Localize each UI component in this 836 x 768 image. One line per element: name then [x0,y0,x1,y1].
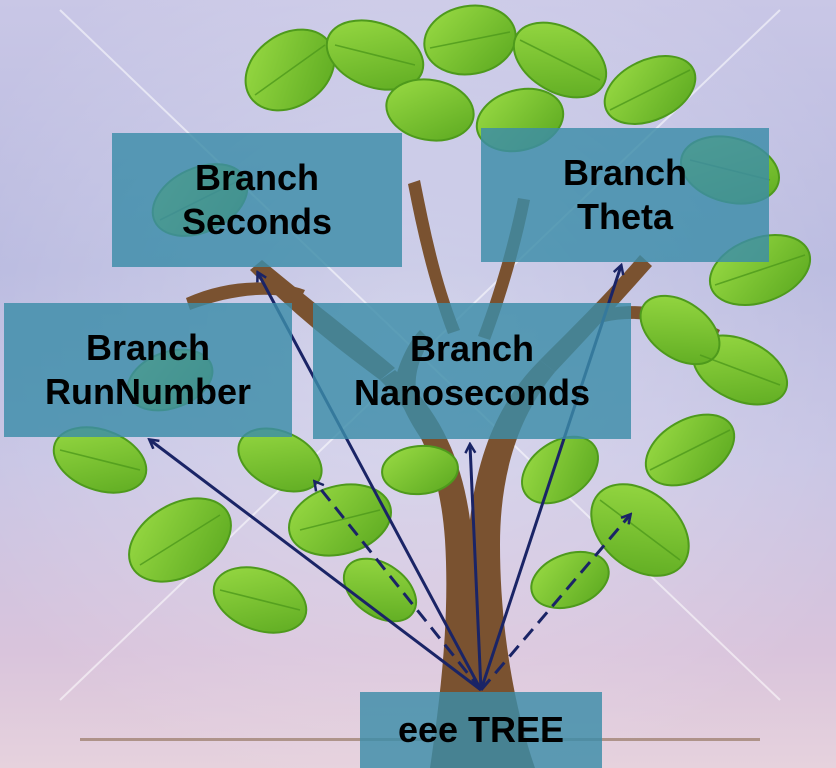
branch-runnumber-line2: RunNumber [45,371,251,412]
branch-theta-line1: Branch [562,152,688,193]
branch-nanoseconds-box: Branch Nanoseconds [313,303,631,439]
arrows [150,266,630,692]
arrow-to-nanoseconds [470,445,483,691]
branch-seconds-box: Branch Seconds [112,133,402,267]
branch-runnumber-line1: Branch [85,327,211,368]
branch-theta-box: Branch Theta [481,128,769,262]
branch-seconds-line1: Branch [194,157,320,198]
branch-seconds-line2: Seconds [181,201,333,242]
branch-theta-line2: Theta [576,196,673,237]
branch-runnumber-box: Branch RunNumber [4,303,292,437]
root-tree-label: eee TREE [397,709,565,750]
branch-nanoseconds-line1: Branch [409,328,535,369]
branch-nanoseconds-line2: Nanoseconds [353,372,591,413]
arrow-to-runnumber [150,440,482,692]
arrow-dashed-left [315,482,483,691]
root-tree-box: eee TREE [360,692,602,768]
arrow-dashed-right [479,515,630,691]
arrow-to-seconds [258,273,483,691]
